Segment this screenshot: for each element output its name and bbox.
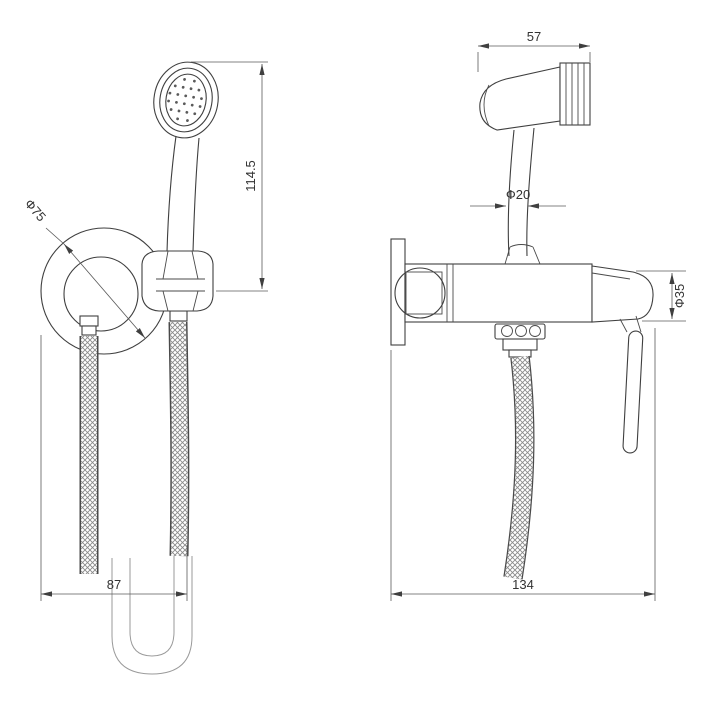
- handle-holder-front: [141, 250, 214, 312]
- dim-outlet-diameter: Ф35: [636, 270, 687, 322]
- dim-handle-diameter: Ф20: [470, 187, 566, 209]
- front-view: 114.5 Ф75 87: [22, 61, 268, 675]
- shower-hoses-front: [79, 310, 193, 675]
- dim-label-front-width: 87: [107, 577, 121, 592]
- shower-head-side: [479, 62, 591, 131]
- dim-handle-length: 114.5: [191, 61, 268, 292]
- side-view: 57 Ф20 Ф35 134: [390, 29, 687, 601]
- hose-connection-side: [494, 323, 546, 580]
- shower-handle-front: [166, 135, 200, 253]
- control-knob-side: [394, 267, 446, 319]
- dim-front-width: 87: [40, 335, 188, 601]
- shower-handle-side: [504, 127, 541, 265]
- dim-label-head-width: 57: [527, 29, 541, 44]
- dim-label-handle-length: 114.5: [243, 160, 258, 192]
- shower-head-front: [153, 61, 219, 139]
- dim-label-handle-diameter: Ф20: [506, 187, 530, 202]
- dim-label-plate-diameter: Ф75: [22, 196, 49, 224]
- dim-side-width: 134: [390, 328, 656, 601]
- dim-head-width: 57: [477, 29, 591, 72]
- dim-label-outlet-diameter: Ф35: [672, 284, 687, 308]
- spray-nozzle-dots: [167, 78, 203, 122]
- outlet-cone: [591, 265, 654, 323]
- dim-label-side-width: 134: [512, 577, 534, 592]
- lever-handle: [622, 330, 644, 454]
- wall-plate-side: [390, 238, 406, 346]
- knurled-cap: [559, 62, 591, 126]
- valve-body-side: [390, 238, 654, 454]
